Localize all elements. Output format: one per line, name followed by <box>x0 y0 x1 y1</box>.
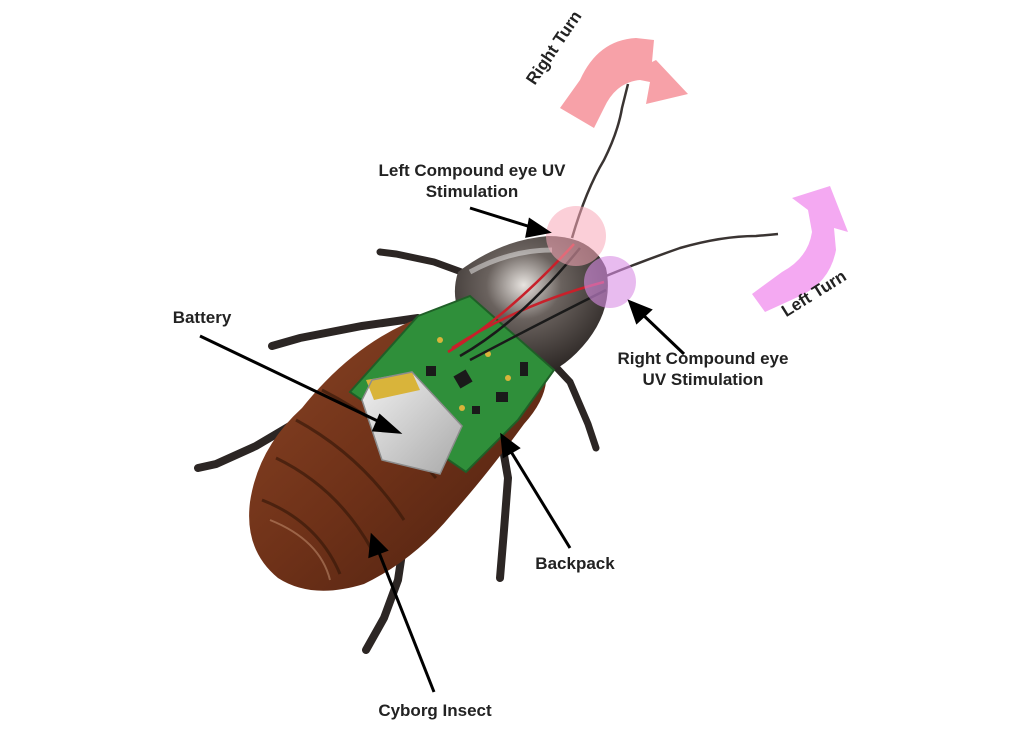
left-eye-label-line1: Left Compound eye UV <box>378 161 566 180</box>
right-eye-label: Right Compound eye UV Stimulation <box>588 348 818 390</box>
left-antenna <box>570 83 630 239</box>
curved-arrow-right-icon <box>560 38 688 128</box>
right-eye-highlight <box>584 256 636 308</box>
backpack-pcb <box>348 294 556 474</box>
right-eye-label-line2: UV Stimulation <box>642 370 764 389</box>
cyborg-insect-label: Cyborg Insect <box>378 701 492 720</box>
battery-label: Battery <box>172 308 232 327</box>
leader-lines <box>199 206 686 693</box>
battery <box>361 371 463 475</box>
legs <box>194 248 600 654</box>
right-antenna <box>605 232 779 278</box>
left-eye-highlight <box>546 206 606 266</box>
curved-arrow-left-icon <box>752 186 848 312</box>
backpack-label: Backpack <box>535 554 615 573</box>
right-eye-label-line1: Right Compound eye <box>617 349 789 368</box>
left-eye-label-line2: Stimulation <box>425 182 519 201</box>
left-eye-label: Left Compound eye UV Stimulation <box>352 160 592 202</box>
